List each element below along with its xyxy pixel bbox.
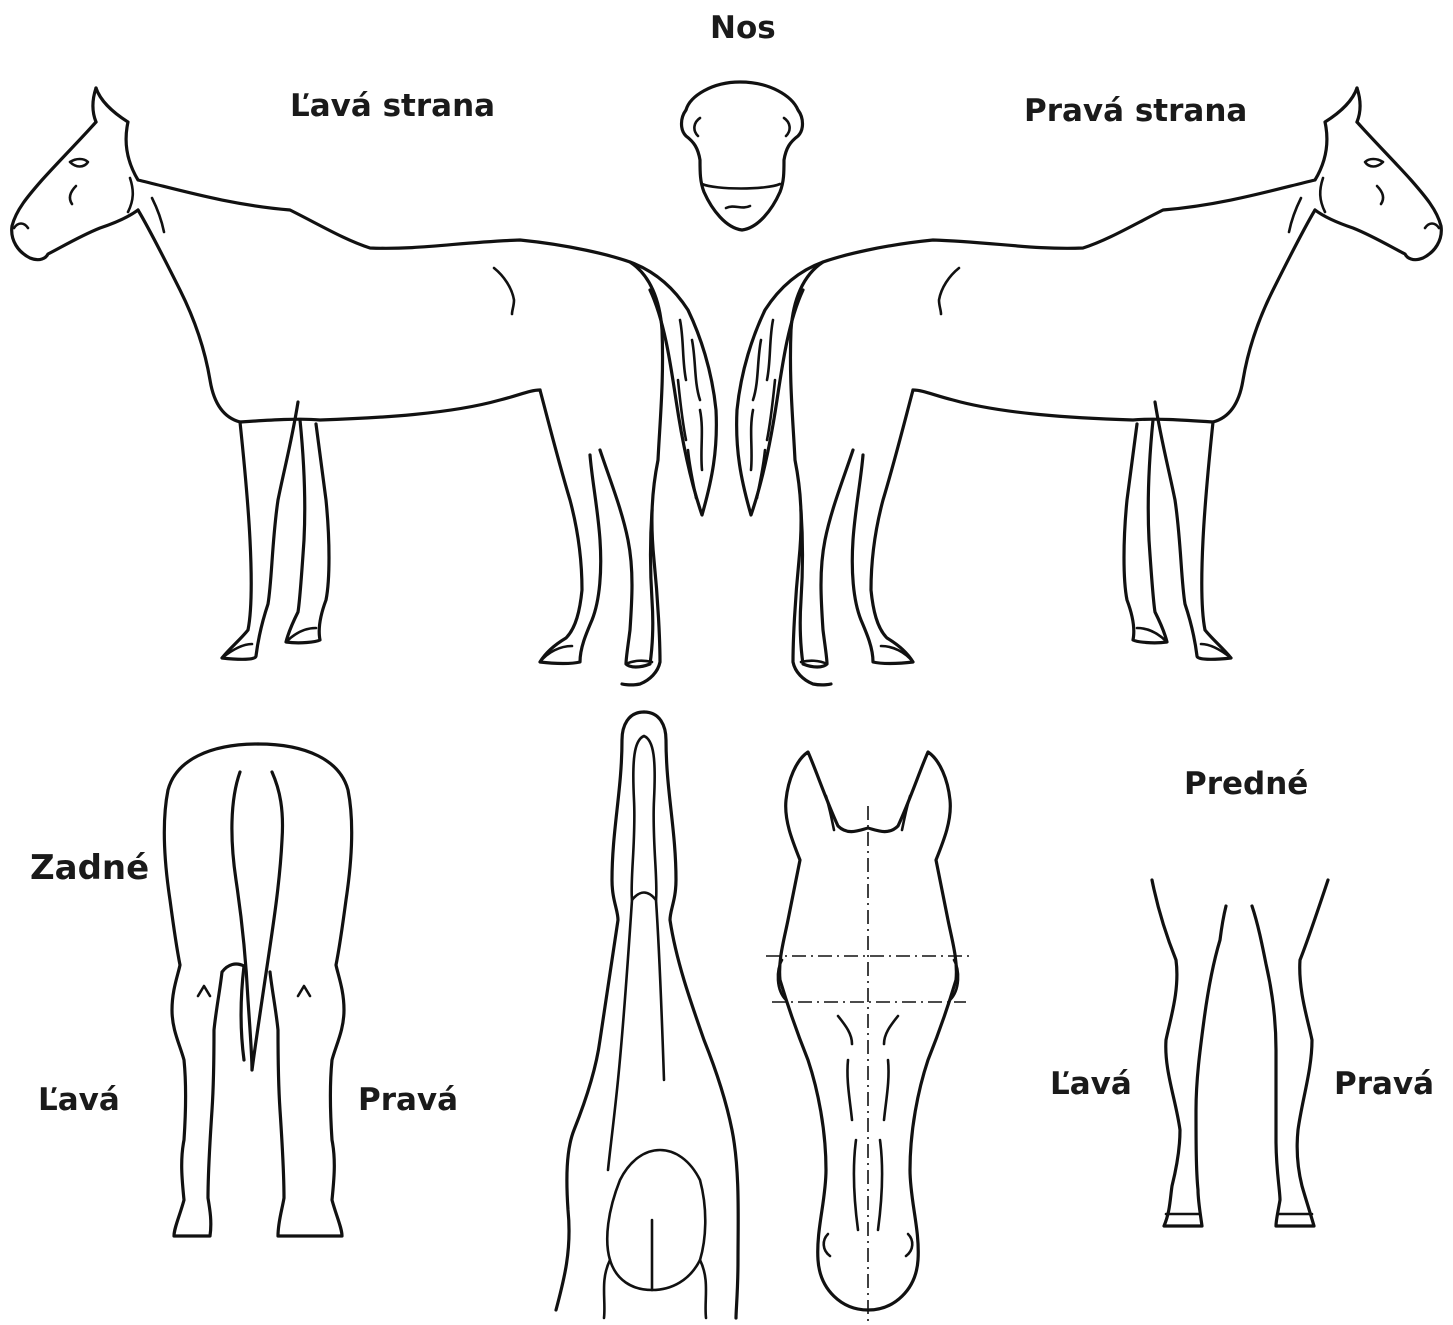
horse-right-side-drawing (737, 88, 1442, 685)
rear-view-drawing (164, 744, 351, 1236)
label-front-right: Pravá (1334, 1066, 1434, 1102)
top-view-drawing (556, 712, 738, 1318)
label-rear: Zadné (30, 848, 149, 888)
label-front-left: Ľavá (1050, 1066, 1132, 1102)
front-legs-drawing (1152, 880, 1328, 1226)
label-left-side: Ľavá strana (290, 88, 495, 124)
label-front: Predné (1184, 766, 1308, 802)
label-rear-left: Ľavá (38, 1082, 120, 1118)
label-nose: Nos (710, 10, 776, 46)
head-front-view-drawing (766, 752, 970, 1325)
label-rear-right: Pravá (358, 1082, 458, 1118)
nose-drawing (682, 82, 803, 230)
label-right-side: Pravá strana (1024, 93, 1247, 129)
horse-left-side-drawing (12, 88, 717, 685)
